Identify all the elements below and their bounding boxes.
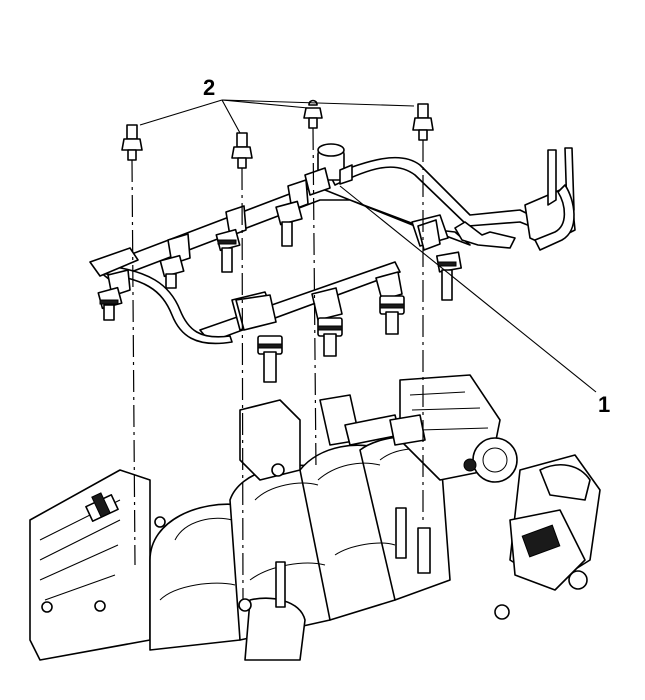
injector: [311, 287, 343, 357]
injector: [97, 269, 131, 321]
injector: [375, 271, 405, 335]
side-injector: [85, 492, 119, 522]
callout-2-label: 2: [203, 75, 215, 100]
alignment-lines: [131, 127, 424, 601]
fuel-rail-bolt: [303, 99, 323, 129]
injector: [235, 294, 283, 383]
fuel-rail-bolt: [231, 132, 253, 169]
fuel-rail-bolt: [121, 124, 143, 161]
fuel-rail-bolt: [412, 103, 434, 141]
callout-1-label: 1: [598, 392, 610, 417]
fuel-rail-assembly: [89, 143, 576, 383]
injector: [215, 205, 247, 273]
intake-manifold: [29, 374, 601, 661]
injector: [159, 233, 191, 289]
leader-lines: [139, 99, 597, 393]
injector: [275, 179, 309, 247]
